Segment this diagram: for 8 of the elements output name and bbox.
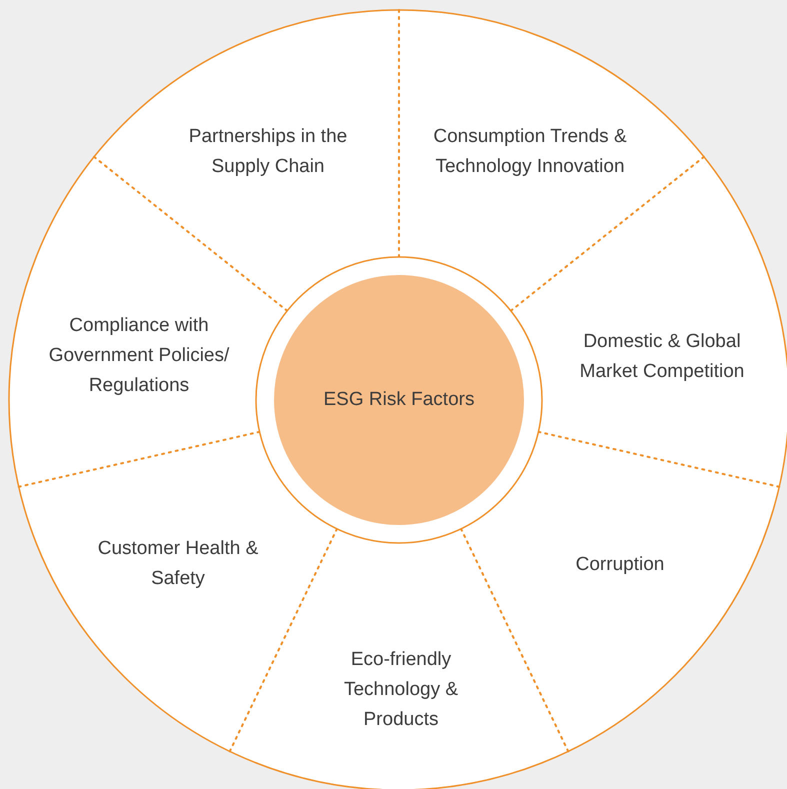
sector-label: Compliance with Government Policies/ Regulations [48,314,230,398]
sector-label: Partnerships in the Supply Chain [188,125,348,179]
sector-label: Domestic & Global Market Competition [578,330,746,384]
sector-label: Consumption Trends & Technology Innovation [432,125,628,179]
sector-label: Eco-friendly Technology & Products [342,648,460,732]
center-label: ESG Risk Factors [324,388,474,412]
sector-label: Corruption [574,553,666,577]
sector-label: Customer Health & Safety [96,537,260,591]
